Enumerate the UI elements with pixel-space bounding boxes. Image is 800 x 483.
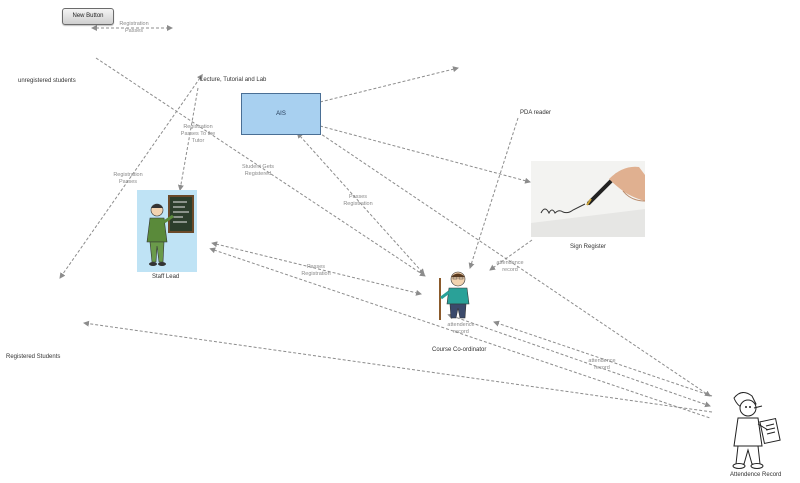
edge-ais-sign (319, 125, 531, 184)
edge-attendance-coordinator (493, 320, 713, 397)
registered-students-label: Registered Students (6, 354, 61, 360)
edge-passes-reg-ais (296, 132, 425, 275)
edge-sign-coordinator (489, 239, 533, 271)
coordinator-with-pointer-icon (439, 271, 470, 320)
edge-student-gets-registered (95, 57, 426, 277)
edge-staff-attendance (209, 247, 711, 419)
edge-label-passes-reg-ais: Passes Registration (343, 194, 373, 207)
ais-label: AIS (276, 111, 286, 117)
course-coordinator-label: Course Co-ordinator (432, 347, 487, 353)
lecture-label: Lecture, Tutorial and Lab (200, 77, 267, 83)
edge-label-att-coordinator: attendence record (447, 322, 475, 335)
edge-label-reg-passes-top: Registration Passes (119, 21, 149, 34)
new-button[interactable]: New Button (62, 8, 114, 25)
staff-lead-label: Staff Lead (152, 274, 180, 280)
pda-reader-label: PDA reader (520, 110, 552, 116)
edge-coordinator-attendance (447, 313, 711, 408)
attendance-record-label: Attendence Record (730, 472, 782, 478)
edge-label-att-sign: attendence record (496, 260, 524, 273)
edge-label-att-right: attendence record (588, 358, 616, 371)
hand-signing-icon (531, 161, 645, 237)
edge-pda-coordinator (468, 117, 519, 269)
sign-register-label: Sign Register (570, 244, 607, 250)
edge-ais-up (319, 66, 459, 103)
edge-attendance-registered (83, 320, 713, 413)
edge-ais-attendance (317, 131, 711, 397)
teacher-at-chalkboard-icon (137, 190, 197, 272)
edge-label-reg-passes-tutor: Registration Passes To the Tutor (180, 124, 216, 144)
inspector-with-clipboard-icon (732, 392, 781, 469)
edge-label-reg-passes-left: Registration Passes (113, 172, 143, 185)
unregistered-students-label: unregistered students (18, 78, 76, 84)
edge-label-passes-reg-staff: Passes Registration (301, 264, 331, 277)
edge-reg-passes-tutor (177, 87, 199, 191)
edge-passes-reg-staff (211, 241, 422, 296)
edge-label-student-gets: Student Gets Registered (241, 164, 275, 177)
ais-box[interactable]: AIS (241, 93, 321, 135)
